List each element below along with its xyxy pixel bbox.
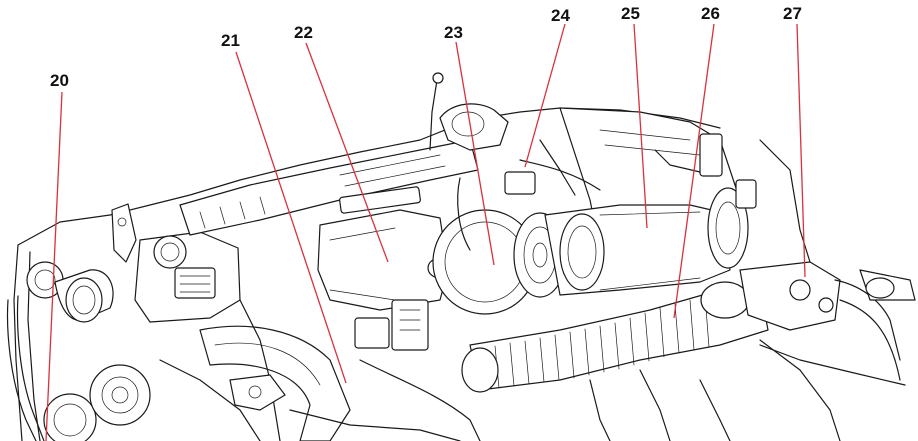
callout-27: 27 [783,4,802,23]
callout-labels: 20 21 22 23 24 25 26 27 [50,4,802,90]
leader-24 [524,23,566,168]
callout-24: 24 [551,6,570,25]
callout-25: 25 [621,4,640,23]
leader-23 [455,41,495,266]
leader-27 [796,23,806,278]
callout-22: 22 [294,23,313,42]
leader-21 [235,51,347,384]
callout-23: 23 [444,23,463,42]
leader-26 [673,23,715,319]
leader-22 [305,42,389,263]
engine-outline [6,72,916,441]
callout-21: 21 [221,31,240,50]
leader-20 [45,91,63,441]
callout-26: 26 [701,4,720,23]
leader-25 [633,23,648,229]
callout-20: 20 [50,71,69,90]
leader-lines [45,23,806,441]
